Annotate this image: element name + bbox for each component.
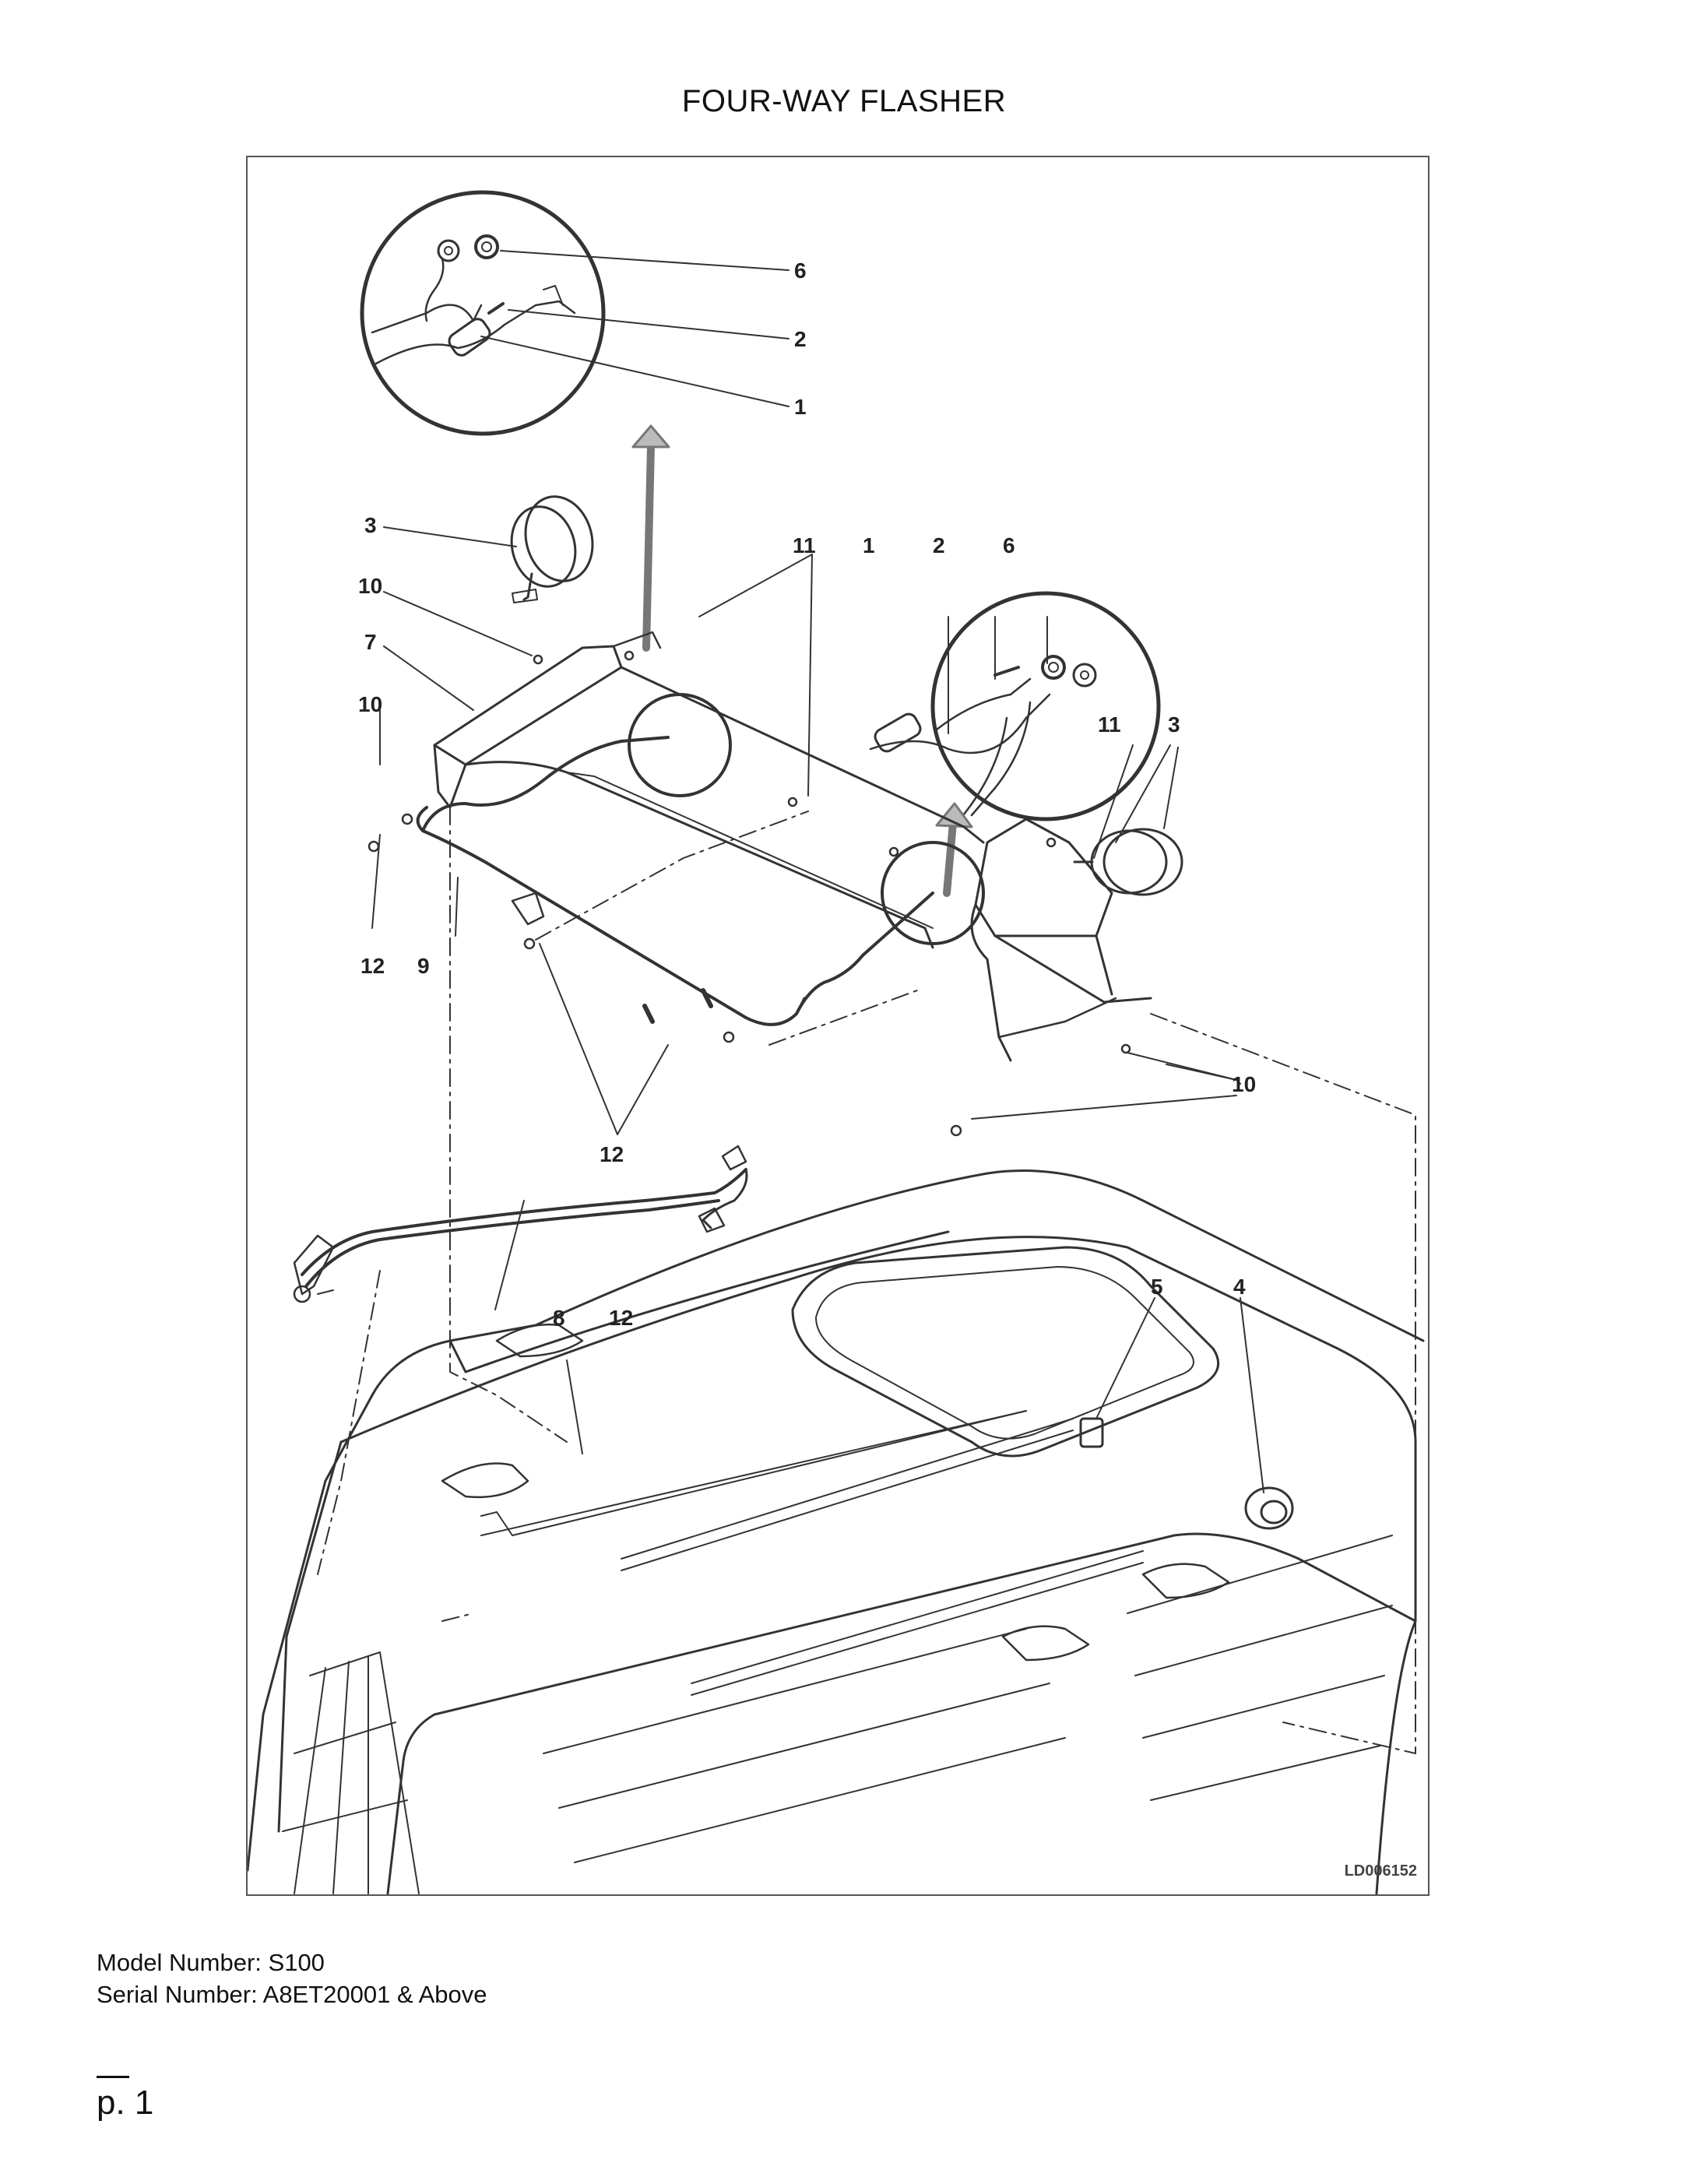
- callout-2-detail: 2: [794, 327, 807, 351]
- callout-12-middle: 12: [600, 1142, 624, 1166]
- exploded-parts-diagram: 6 2 1 3 10 7 10 11 1 2 6 11 3 12 9 12 10…: [248, 190, 1425, 1894]
- callout-4: 4: [1233, 1275, 1246, 1299]
- page-rule: [97, 2076, 129, 2078]
- serial-number: Serial Number: A8ET20001 & Above: [97, 1981, 487, 2008]
- callout-2-right: 2: [933, 533, 945, 557]
- callout-11-upper: 11: [793, 533, 816, 557]
- callout-1-right: 1: [863, 533, 875, 557]
- callout-9: 9: [417, 954, 430, 978]
- flasher-light-right: [1073, 828, 1183, 896]
- detail-circle-right: [869, 591, 1161, 821]
- detail-circle-top: [360, 190, 606, 436]
- harness-9: [416, 736, 934, 1026]
- callout-5: 5: [1151, 1275, 1163, 1299]
- callout-7: 7: [364, 630, 377, 654]
- fasteners: [367, 650, 1131, 1137]
- drawing-id: LD006152: [1344, 1862, 1417, 1880]
- callout-10-upper: 10: [358, 574, 382, 598]
- callout-12-left: 12: [360, 954, 385, 978]
- mounting-bracket-front: [970, 818, 1152, 1062]
- callout-6-detail: 6: [794, 258, 807, 283]
- callout-11-right: 11: [1098, 712, 1121, 737]
- callout-3-right: 3: [1168, 712, 1180, 737]
- callout-3-left: 3: [364, 513, 377, 537]
- page-title: FOUR-WAY FLASHER: [681, 84, 1007, 118]
- callout-12-roof: 12: [609, 1306, 633, 1330]
- callout-6-right: 6: [1003, 533, 1015, 557]
- page-number: p. 1: [97, 2084, 154, 2122]
- alignment-lines: [317, 807, 1416, 1754]
- cab-roof: [248, 1169, 1425, 1894]
- callout-10-lower: 10: [358, 692, 382, 716]
- model-number: Model Number: S100: [97, 1949, 325, 1976]
- callout-1-detail: 1: [794, 395, 807, 419]
- model-info: Model Number: S100 Serial Number: A8ET20…: [97, 1947, 487, 2010]
- mounting-bracket-rear: [433, 631, 985, 949]
- harness-8: [293, 1145, 748, 1303]
- flasher-light-left: [510, 495, 594, 603]
- callout-10-right: 10: [1232, 1072, 1256, 1096]
- callout-8: 8: [553, 1306, 565, 1330]
- leader-lines: [371, 526, 1264, 1493]
- diagram-frame: 6 2 1 3 10 7 10 11 1 2 6 11 3 12 9 12 10…: [246, 156, 1430, 1896]
